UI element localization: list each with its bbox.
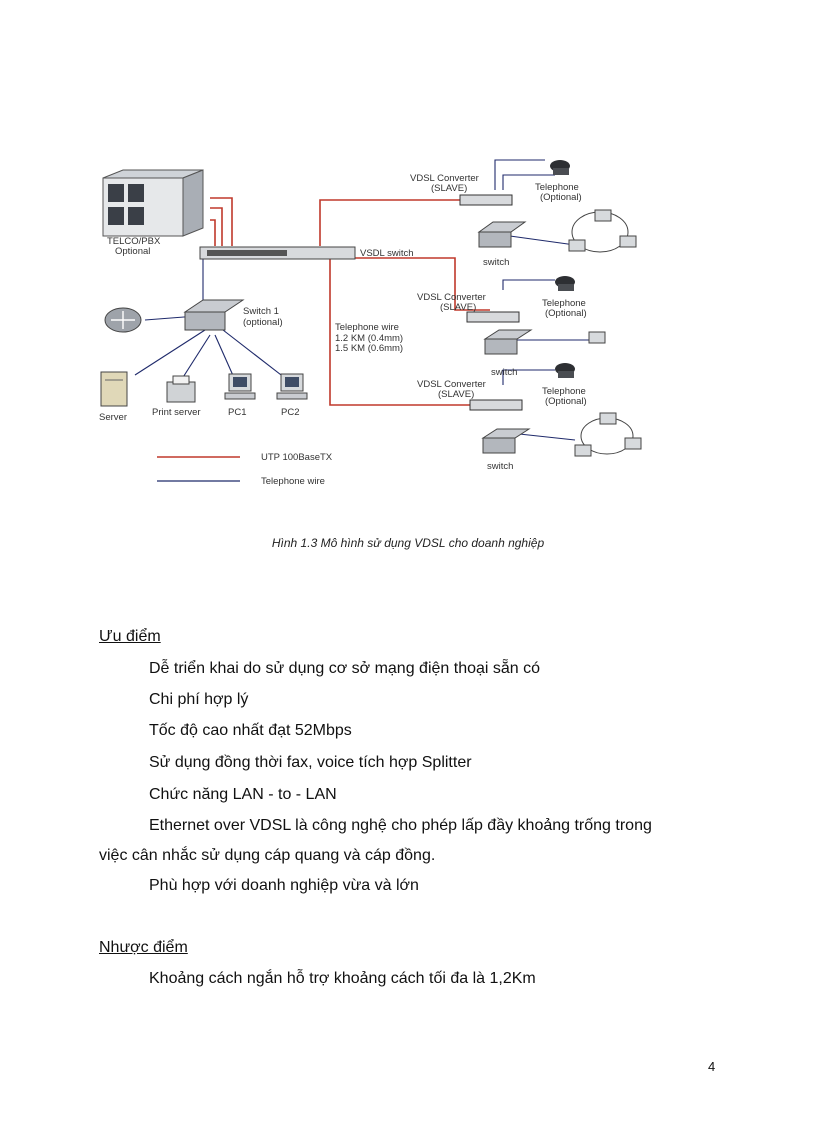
- telephone-1-icon: [550, 160, 570, 175]
- switch-1-label: Switch 1: [243, 306, 279, 317]
- lan-cluster-1: [568, 209, 637, 253]
- page-number: 4: [708, 1059, 716, 1074]
- pc1-icon: [224, 373, 256, 400]
- vdsl-network-diagram: TELCO/PBX Optional VSDL switch Switch 1 …: [95, 150, 655, 495]
- advantages-heading: Ưu điểm: [99, 628, 161, 645]
- telephone-1-label: Telephone: [535, 182, 579, 193]
- advantage-item-continuation: việc cân nhắc sử dụng cáp quang và cáp đ…: [99, 847, 436, 864]
- vdsl-converter-1-icon: [459, 194, 513, 206]
- legend-utp-label: UTP 100BaseTX: [261, 452, 333, 463]
- wire-length-2: 1.5 KM (0.6mm): [335, 343, 403, 354]
- advantage-item: Tốc độ cao nhất đạt 52Mbps: [149, 722, 352, 739]
- lan-pc-2-icon: [588, 331, 606, 344]
- switch-c-label: switch: [487, 461, 513, 472]
- utp-links: [210, 197, 490, 406]
- figure-caption: Hình 1.3 Mô hình sử dụng VDSL cho doanh …: [271, 536, 545, 550]
- disadvantage-item: Khoảng cách ngắn hỗ trợ khoảng cách tối …: [149, 970, 536, 987]
- converter-2-label: VDSL Converter: [417, 292, 486, 303]
- telco-label: TELCO/PBX: [107, 236, 161, 247]
- switch-b-icon: [483, 329, 533, 355]
- converter-1-slave: (SLAVE): [431, 183, 467, 194]
- switch-c-icon: [481, 428, 531, 454]
- switch-a-label: switch: [483, 257, 509, 268]
- advantage-item: Phù hợp với doanh nghiệp vừa và lớn: [149, 877, 419, 894]
- vdsl-switch-icon: [199, 246, 356, 260]
- switch-b-label: switch: [491, 367, 517, 378]
- telephone-2-label: Telephone: [542, 298, 586, 309]
- converter-3-slave: (SLAVE): [438, 389, 474, 400]
- telephone-2-icon: [555, 276, 575, 291]
- advantage-item: Sử dụng đồng thời fax, voice tích hợp Sp…: [149, 754, 472, 771]
- telco-sub-label: Optional: [115, 246, 150, 257]
- legend-telephone-label: Telephone wire: [261, 476, 325, 487]
- telephone-2-optional: (Optional): [545, 308, 587, 319]
- server-icon: [100, 371, 128, 407]
- pc2-label: PC2: [281, 407, 299, 418]
- telephone-1-optional: (Optional): [540, 192, 582, 203]
- disadvantages-heading: Nhược điểm: [99, 939, 188, 956]
- pc1-label: PC1: [228, 407, 246, 418]
- advantage-item: Chi phí hợp lý: [149, 691, 249, 708]
- server-label: Server: [99, 412, 127, 423]
- telephone-wire-label: Telephone wire: [335, 322, 399, 333]
- telephone-3-icon: [555, 363, 575, 378]
- switch-a-icon: [477, 221, 527, 248]
- advantage-item: Chức năng LAN - to - LAN: [149, 786, 337, 803]
- switch-1-sub-label: (optional): [243, 317, 283, 328]
- converter-2-slave: (SLAVE): [440, 302, 476, 313]
- router-icon: [104, 307, 142, 333]
- telco-pbx-icon: [102, 169, 204, 237]
- lan-cluster-3: [574, 412, 642, 457]
- vdsl-converter-2-icon: [466, 311, 520, 323]
- vdsl-converter-3-icon: [469, 399, 523, 411]
- telephone-3-optional: (Optional): [545, 396, 587, 407]
- converter-1-label: VDSL Converter: [410, 173, 479, 184]
- print-server-icon: [166, 375, 196, 403]
- diagram-legend: UTP 100BaseTX Telephone wire: [157, 452, 333, 487]
- pc2-icon: [276, 373, 308, 400]
- telephone-3-label: Telephone: [542, 386, 586, 397]
- converter-3-label: VDSL Converter: [417, 379, 486, 390]
- wire-length-1: 1.2 KM (0.4mm): [335, 333, 403, 344]
- print-server-label: Print server: [152, 407, 201, 418]
- vdsl-switch-label: VSDL switch: [360, 248, 414, 259]
- advantage-item: Ethernet over VDSL là công nghệ cho phép…: [149, 817, 652, 834]
- switch-1-icon: [183, 299, 245, 331]
- advantage-item: Dễ triển khai do sử dụng cơ sở mạng điện…: [149, 660, 541, 677]
